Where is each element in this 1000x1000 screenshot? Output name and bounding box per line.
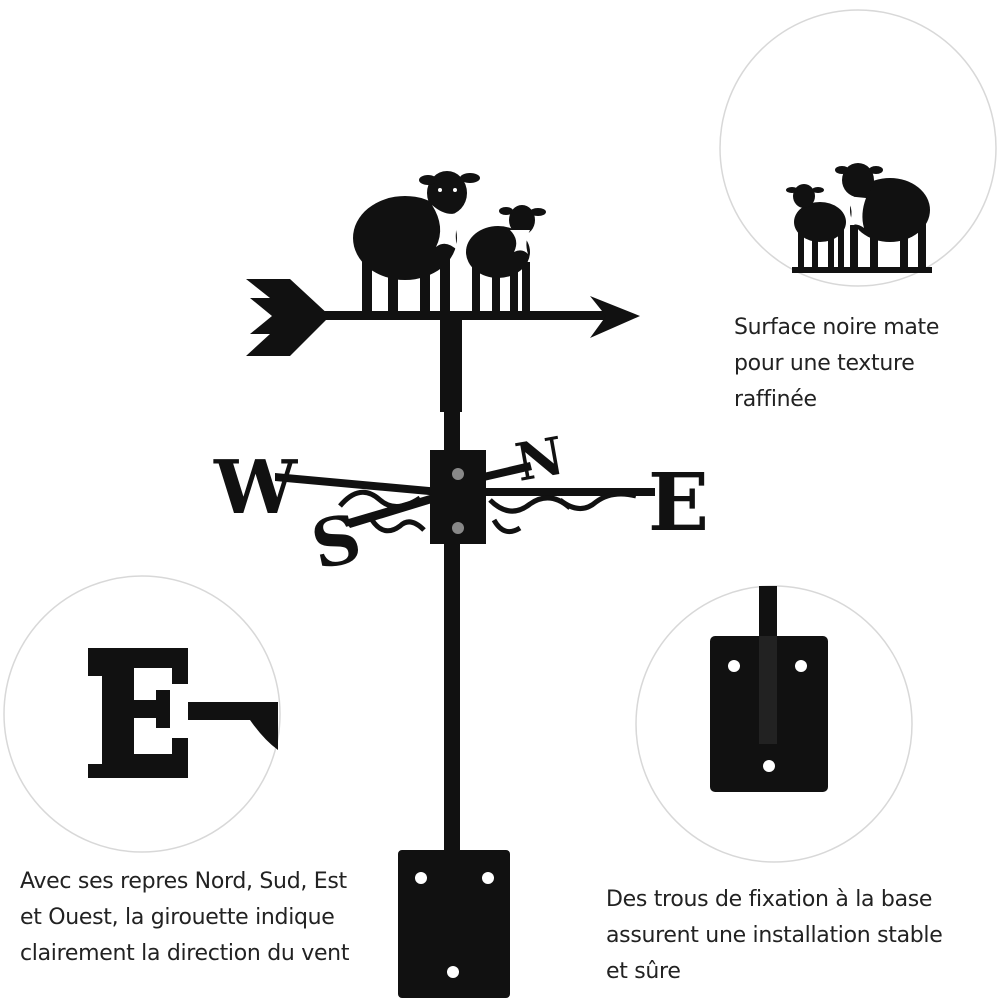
sheep-silhouette (353, 171, 546, 312)
sheep-closeup (786, 163, 932, 273)
caption-line: clairement la direction du vent (20, 941, 350, 966)
caption-directions: Avec ses repres Nord, Sud, Est et Ouest,… (20, 864, 349, 972)
letter-north: N (511, 426, 568, 494)
caption-line: raffinée (734, 387, 817, 412)
caption-line: et Ouest, la girouette indique (20, 905, 335, 930)
letter-e-closeup (88, 648, 278, 778)
arrow-pointer (246, 279, 640, 356)
letter-west: W (213, 445, 298, 531)
center-hub (430, 450, 486, 544)
caption-line: Avec ses repres Nord, Sud, Est (20, 869, 347, 894)
base-plate (398, 850, 510, 998)
caption-line: Surface noire mate (734, 315, 940, 340)
letter-east: E (648, 455, 709, 549)
caption-line: et sûre (606, 959, 681, 984)
sheep-markings (432, 188, 530, 254)
scroll-ornaments (338, 489, 637, 535)
caption-mounting-holes: Des trous de fixation à la base assurent… (606, 882, 943, 990)
upper-pole (440, 320, 462, 412)
caption-line: pour une texture (734, 351, 915, 376)
caption-matte-finish: Surface noire mate pour une texture raff… (734, 310, 939, 418)
caption-line: assurent une installation stable (606, 923, 943, 948)
base-plate-closeup (710, 586, 828, 792)
caption-line: Des trous de fixation à la base (606, 887, 933, 912)
